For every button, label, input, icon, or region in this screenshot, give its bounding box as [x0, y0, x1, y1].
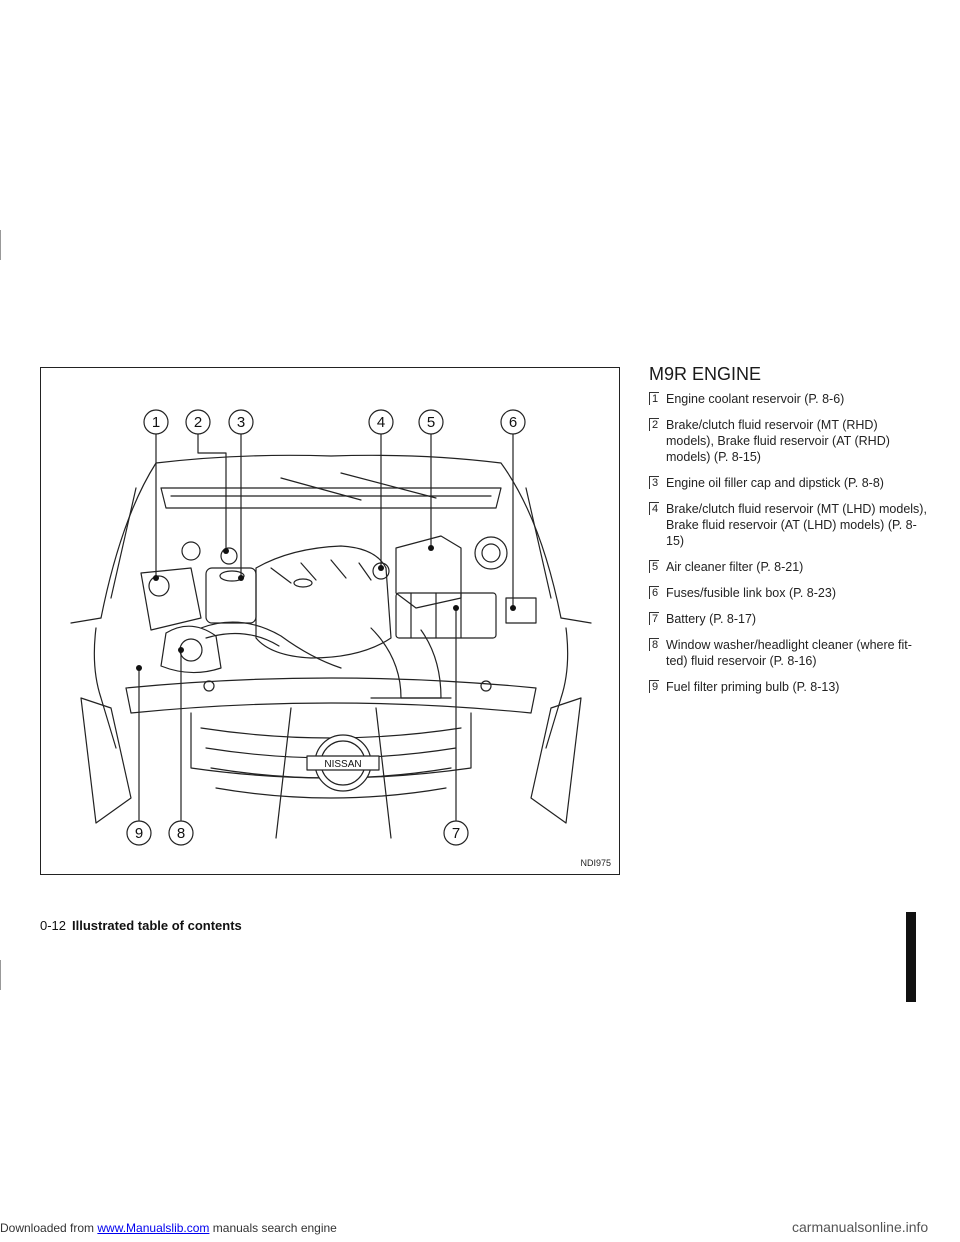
footer-title: Illustrated table of contents: [72, 918, 242, 933]
list-item: 6 Fuses/fusible link box (P. 8-23): [649, 585, 929, 601]
item-number: 2: [649, 418, 659, 431]
thumb-tab: [906, 912, 916, 1002]
callout-label: 4: [377, 414, 385, 431]
item-text: Fuses/fusible link box (P. 8-23): [666, 586, 836, 600]
list-item: 8 Window washer/headlight cleaner (where …: [649, 637, 929, 669]
figure-code: NDI975: [580, 858, 611, 868]
engine-bay-figure: 1 2 3 4 5 6 9 8 7 NISSAN NDI975: [40, 367, 620, 875]
item-number: 5: [649, 560, 659, 573]
item-text: Fuel filter priming bulb (P. 8-13): [666, 680, 840, 694]
callout-label: 7: [452, 825, 460, 842]
list-item: 4 Brake/clutch fluid reservoir (MT (LHD) …: [649, 501, 929, 549]
callout-label: 5: [427, 414, 435, 431]
item-text: Battery (P. 8-17): [666, 612, 757, 626]
callout-label: 3: [237, 414, 245, 431]
watermark: carmanualsonline.info: [792, 1219, 929, 1235]
callout-label: 1: [152, 414, 160, 431]
section-title: M9R ENGINE: [649, 364, 762, 384]
list-item: 2 Brake/clutch fluid reservoir (MT (RHD) …: [649, 417, 929, 465]
download-banner: Downloaded from www.Manualslib.com manua…: [0, 1221, 337, 1235]
callout-label: 9: [135, 825, 143, 842]
callout-label: 6: [509, 414, 517, 431]
item-text: Brake/clutch fluid reservoir (MT (RHD) m…: [666, 418, 890, 464]
banner-prefix: Downloaded from: [0, 1221, 98, 1235]
item-text: Brake/clutch fluid reservoir (MT (LHD) m…: [666, 502, 927, 548]
banner-suffix: manuals search engine: [209, 1221, 337, 1235]
page-footer: 0-12 Illustrated table of contents: [40, 918, 242, 933]
page-number: 0-12: [40, 918, 67, 933]
item-text: Engine oil filler cap and dipstick (P. 8…: [666, 476, 884, 490]
manualslib-link[interactable]: www.Manualslib.com: [97, 1221, 210, 1235]
item-number: 1: [649, 392, 659, 405]
item-number: 4: [649, 502, 659, 515]
emblem-text: NISSAN: [324, 759, 361, 770]
crop-mark: [0, 960, 1, 990]
list-item: 9 Fuel filter priming bulb (P. 8-13): [649, 679, 929, 695]
crop-mark: [0, 230, 1, 260]
list-item: 7 Battery (P. 8-17): [649, 611, 929, 627]
item-text: Engine coolant reservoir (P. 8-6): [666, 392, 845, 406]
item-number: 8: [649, 638, 659, 651]
callout-label: 8: [177, 825, 185, 842]
item-number: 6: [649, 586, 659, 599]
item-number: 9: [649, 680, 659, 693]
item-text: Window washer/headlight cleaner (where f…: [666, 638, 912, 668]
item-number: 3: [649, 476, 659, 489]
list-item: 5 Air cleaner filter (P. 8-21): [649, 559, 929, 575]
callout-label: 2: [194, 414, 202, 431]
list-item: 3 Engine oil filler cap and dipstick (P. …: [649, 475, 929, 491]
engine-bay-illustration: 1 2 3 4 5 6 9 8 7 NISSAN: [70, 409, 592, 846]
item-number: 7: [649, 612, 659, 625]
list-item: 1 Engine coolant reservoir (P. 8-6): [649, 391, 929, 407]
item-text: Air cleaner filter (P. 8-21): [666, 560, 804, 574]
